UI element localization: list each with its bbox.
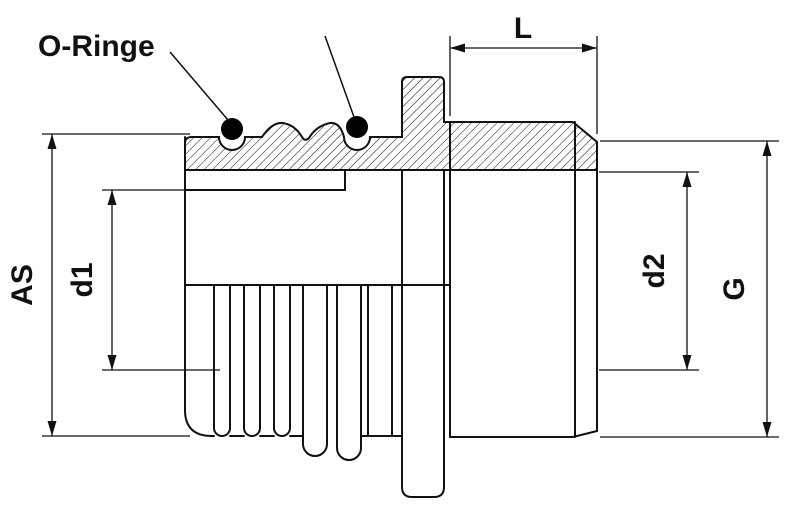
collar-flange-lower bbox=[401, 169, 445, 498]
extension-line bbox=[449, 36, 598, 134]
arrowhead-up bbox=[762, 141, 772, 156]
extension-line bbox=[42, 133, 190, 437]
flange-step-line bbox=[367, 284, 393, 437]
sectioned-upper-body bbox=[184, 76, 598, 171]
arrowhead-up bbox=[47, 134, 57, 149]
label-d2: d2 bbox=[638, 253, 671, 288]
barb-ridge-deep bbox=[336, 284, 362, 461]
callout-o-ringe: O-Ringe bbox=[38, 30, 355, 121]
body-left-edge bbox=[184, 136, 215, 437]
barb-ridge bbox=[273, 284, 291, 437]
arrowhead-left bbox=[450, 43, 465, 53]
extension-line bbox=[599, 171, 699, 371]
label-o-ringe: O-Ringe bbox=[38, 30, 155, 63]
arrowhead-down bbox=[682, 355, 692, 370]
dimension-d2: d2 bbox=[599, 171, 699, 371]
arrowhead-right bbox=[582, 43, 597, 53]
leader-line-right bbox=[324, 35, 355, 118]
label-AS: AS bbox=[6, 264, 39, 306]
arrowhead-down bbox=[107, 355, 117, 370]
label-d1: d1 bbox=[66, 262, 99, 297]
label-L: L bbox=[514, 12, 532, 45]
arrowhead-down bbox=[47, 421, 57, 436]
extension-line bbox=[102, 189, 220, 371]
dimension-G: G bbox=[600, 140, 779, 438]
thread-bottom-edge bbox=[449, 430, 598, 438]
leader-line-left bbox=[169, 51, 229, 121]
arrowhead-up bbox=[107, 190, 117, 205]
dimension-L: L bbox=[449, 12, 598, 134]
o-ring-left bbox=[221, 118, 243, 140]
extension-line bbox=[600, 140, 779, 438]
arrowhead-up bbox=[682, 172, 692, 187]
label-G: G bbox=[718, 277, 751, 300]
arrowhead-down bbox=[762, 422, 772, 437]
dimension-d1: d1 bbox=[66, 189, 220, 371]
barb-ridge-deep bbox=[302, 284, 328, 457]
barb-ridge bbox=[213, 284, 231, 437]
dimension-AS: AS bbox=[6, 133, 190, 437]
o-ring-right bbox=[346, 116, 368, 138]
barb-ridge bbox=[243, 284, 261, 437]
